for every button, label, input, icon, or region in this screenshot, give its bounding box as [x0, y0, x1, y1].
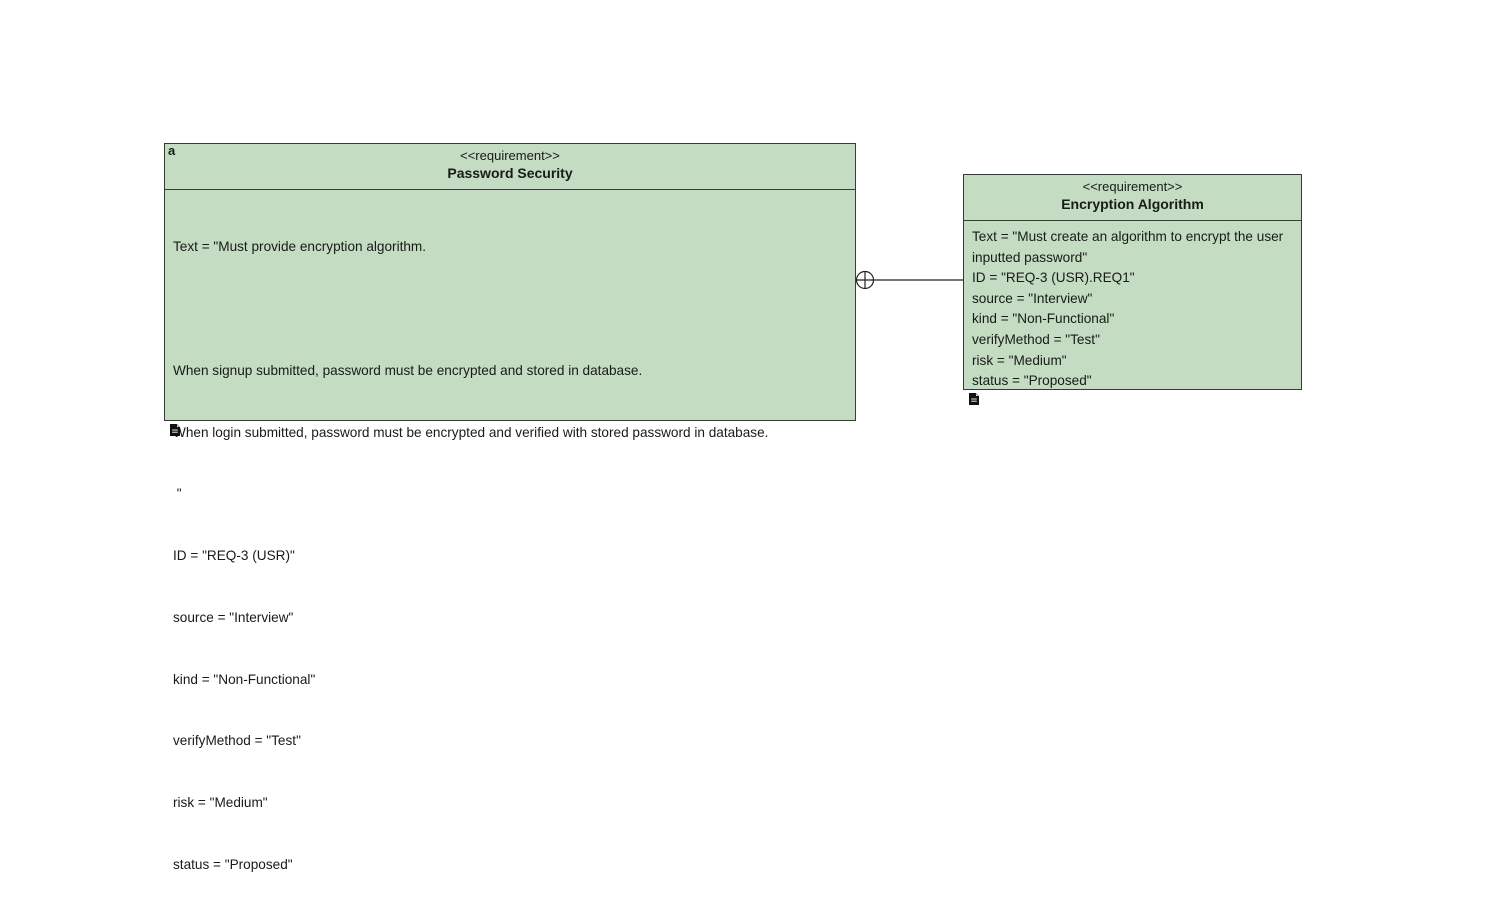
- stereotype-label: <<requirement>>: [460, 148, 560, 163]
- property-line: kind = "Non-Functional": [173, 671, 316, 687]
- requirement-block-password-security[interactable]: a <<requirement>> Password Security Text…: [164, 143, 856, 872]
- property-line: Text = "Must create an algorithm to encr…: [972, 229, 1284, 265]
- document-icon[interactable]: [969, 393, 979, 405]
- property-line: verifyMethod = "Test": [173, 733, 301, 749]
- property-line: risk = "Medium": [972, 352, 1067, 368]
- property-line: ID = "REQ-3 (USR).REQ1": [972, 270, 1135, 286]
- property-line: source = "Interview": [173, 609, 294, 625]
- corner-mark: a: [168, 143, 176, 158]
- stereotype-label: <<requirement>>: [1082, 179, 1183, 194]
- property-line: ID = "REQ-3 (USR)": [173, 548, 295, 564]
- requirement-header: <<requirement>> Encryption Algorithm: [964, 175, 1301, 221]
- property-line: ": [173, 486, 182, 502]
- property-line: source = "Interview": [972, 290, 1093, 306]
- property-line: [173, 299, 855, 320]
- property-line: status = "Proposed": [972, 373, 1092, 389]
- property-line: When signup submitted, password must be …: [173, 362, 643, 378]
- property-line: Text = "Must provide encryption algorith…: [173, 239, 427, 255]
- property-line: risk = "Medium": [173, 795, 268, 811]
- property-line: kind = "Non-Functional": [972, 311, 1115, 327]
- containment-crosshair-icon: [855, 270, 875, 290]
- document-icon[interactable]: [170, 424, 180, 436]
- requirement-name: Encryption Algorithm: [1061, 196, 1204, 212]
- property-line: When login submitted, password must be e…: [173, 424, 769, 440]
- requirement-block-encryption-algorithm[interactable]: <<requirement>> Encryption Algorithm Tex…: [963, 174, 1302, 390]
- requirement-header: a <<requirement>> Password Security: [165, 144, 855, 190]
- containment-connector[interactable]: [0, 0, 1485, 581]
- requirement-name: Password Security: [447, 165, 573, 181]
- requirement-properties: Text = "Must create an algorithm to encr…: [964, 221, 1301, 392]
- requirement-properties: Text = "Must provide encryption algorith…: [165, 190, 855, 917]
- property-line: verifyMethod = "Test": [972, 331, 1100, 347]
- property-line: status = "Proposed": [173, 857, 293, 872]
